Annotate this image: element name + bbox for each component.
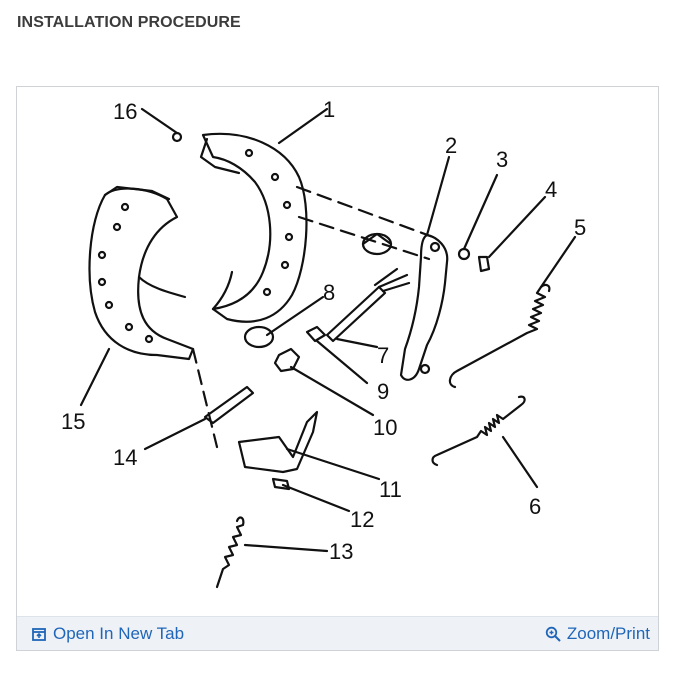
callout-6: 6 <box>529 494 541 519</box>
nut-10 <box>273 347 301 373</box>
callout-16: 16 <box>113 99 137 124</box>
roller-8-lower <box>243 325 275 349</box>
spring-6 <box>431 395 526 467</box>
callout-9: 9 <box>377 379 389 404</box>
callout-12: 12 <box>350 507 374 532</box>
bracket-11 <box>237 410 319 474</box>
adjuster-7 <box>325 267 411 343</box>
brake-shoe-15 <box>88 185 195 361</box>
callout-13: 13 <box>329 539 353 564</box>
clip-16 <box>171 131 183 143</box>
callout-labels: 1 2 3 4 5 6 7 8 9 10 11 12 13 14 15 16 <box>61 97 586 564</box>
lever-14 <box>203 385 255 425</box>
callout-3: 3 <box>496 147 508 172</box>
washer-9 <box>305 325 327 343</box>
figure-toolbar: Open In New Tab Zoom/Print <box>17 616 658 650</box>
zoom-print-label: Zoom/Print <box>566 624 650 643</box>
spring-13 <box>215 516 245 589</box>
zoom-icon <box>545 626 561 642</box>
callout-11: 11 <box>379 477 402 502</box>
brake-assembly-diagram[interactable]: 1 2 3 4 5 6 7 8 9 10 11 12 13 14 15 16 <box>17 87 658 619</box>
callout-2: 2 <box>445 133 457 158</box>
zoom-print-button[interactable]: Zoom/Print <box>545 624 650 644</box>
page-title: INSTALLATION PROCEDURE <box>17 14 241 31</box>
parking-brake-lever-2 <box>399 233 449 381</box>
open-new-tab-label: Open In New Tab <box>53 624 185 643</box>
callout-7: 7 <box>377 343 389 368</box>
callout-8: 8 <box>323 280 335 305</box>
figure-frame: 1 2 3 4 5 6 7 8 9 10 11 12 13 14 15 16 <box>16 86 659 651</box>
callout-5: 5 <box>574 215 586 240</box>
clip-12 <box>271 477 291 491</box>
open-new-tab-button[interactable]: Open In New Tab <box>31 624 184 644</box>
washer-3 <box>457 247 471 261</box>
brake-shoe-1 <box>199 132 308 323</box>
roller-8-upper <box>361 232 393 256</box>
pin-4 <box>477 255 491 273</box>
callout-10: 10 <box>373 415 397 440</box>
callout-1: 1 <box>323 97 335 122</box>
spring-5 <box>448 283 551 389</box>
open-new-tab-icon <box>31 626 47 642</box>
callout-4: 4 <box>545 177 557 202</box>
callout-14: 14 <box>113 445 137 470</box>
callout-15: 15 <box>61 409 85 434</box>
